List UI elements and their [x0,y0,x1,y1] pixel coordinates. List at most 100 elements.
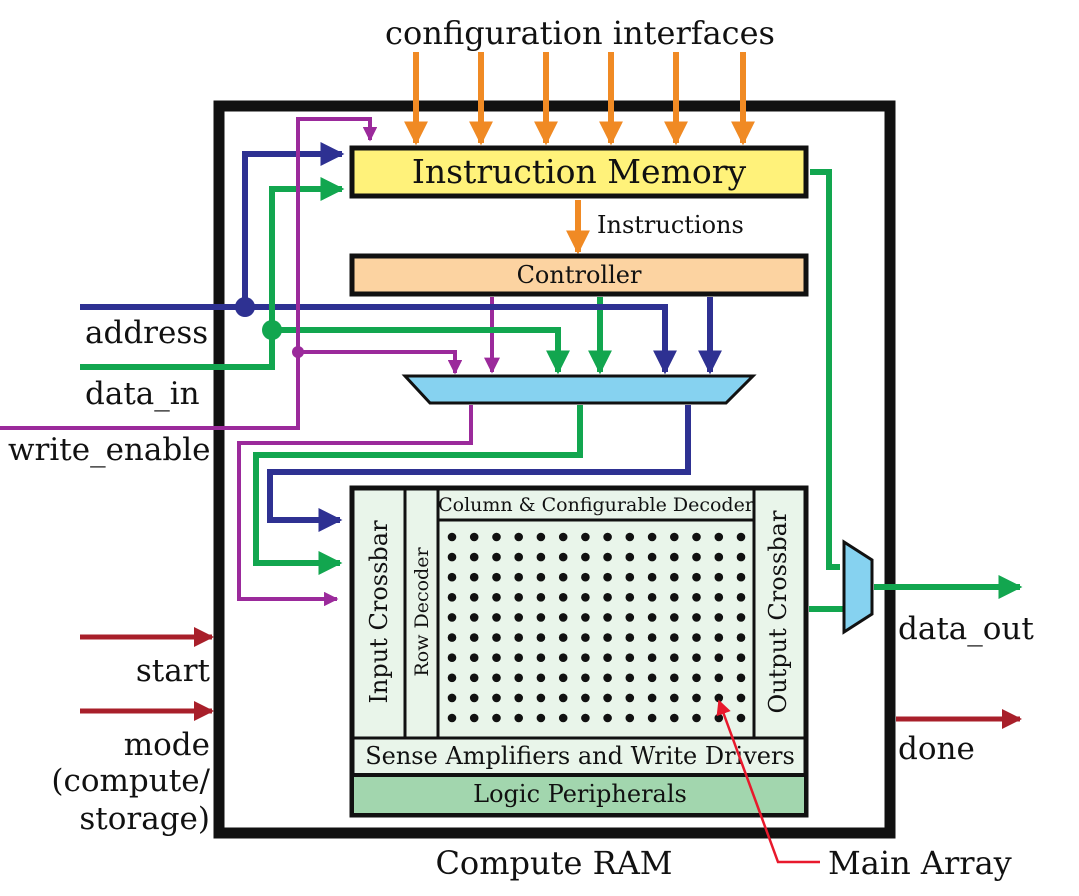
address-label: address [85,315,208,351]
bit-cell [625,713,635,723]
bit-cell [581,572,590,582]
config-interfaces-label: configuration interfaces [385,14,775,52]
bit-cell [581,713,590,723]
bit-cell [736,633,746,642]
bit-cell [603,673,612,683]
bit-cell [492,593,501,602]
bit-cell [736,693,746,703]
bit-cell [469,613,479,622]
instruction-memory-output [810,169,840,570]
bit-cell [492,673,501,683]
bit-cell [447,633,457,642]
bit-cell [647,593,657,602]
bit-cell [536,613,546,622]
bit-cell [558,633,568,642]
bit-cell [670,532,679,542]
bit-cell [670,593,679,602]
bit-cell [692,633,701,642]
bit-cell [692,673,701,683]
bit-cell [558,653,568,662]
bit-cell [647,673,657,683]
bit-cell [647,532,657,542]
config-interface-arrows [404,52,755,146]
mux-purple-out [237,405,473,607]
bit-cell [625,633,635,642]
bit-cell [736,552,746,562]
bit-cell [536,552,546,562]
bit-cell [670,673,679,683]
bit-cell [447,613,457,622]
bit-cell [714,673,724,683]
mode-label-line3: storage) [79,801,210,837]
bit-cell [447,713,457,723]
address-junction [235,297,255,317]
bit-cell [492,552,501,562]
bit-cell [492,613,501,622]
data-out-label: data_out [898,611,1034,647]
bit-cell [603,613,612,622]
bit-cell [514,673,523,683]
bit-cell [469,673,479,683]
instruction-memory-label: Instruction Memory [412,152,747,191]
bit-cell [670,613,679,622]
bit-cell [558,552,568,562]
bit-cell [492,693,501,703]
bit-cell [447,572,457,582]
bit-cell [692,653,701,662]
bit-cell [514,532,523,542]
bit-cell [581,693,590,703]
bit-cell [647,653,657,662]
bit-cell [736,532,746,542]
bit-cell [603,593,612,602]
bit-cell [714,653,724,662]
bit-cell [714,693,724,703]
bit-cell [625,572,635,582]
logic-peripherals-block [350,773,808,817]
memory-array-block [349,485,809,818]
bit-cell [603,532,612,542]
bit-cell [536,572,546,582]
bit-cell [514,572,523,582]
write-enable-junction [292,346,304,358]
data-in-label: data_in [85,376,200,412]
bit-cell [492,572,501,582]
bit-cell [447,532,457,542]
bit-cell [625,673,635,683]
bit-cell [625,593,635,602]
bit-cell [714,593,724,602]
main-array-callout [716,699,820,864]
bit-cell [692,693,701,703]
bit-cell [581,552,590,562]
instruction-memory-block [349,145,809,199]
bit-cell [736,613,746,622]
bit-cell [647,713,657,723]
instructions-label: Instructions [597,211,744,239]
bit-cell [625,552,635,562]
logic-peripherals-label: Logic Peripherals [473,780,687,808]
bit-cell [514,552,523,562]
row-decoder-label: Row Decoder [411,547,433,677]
data-in-junction [262,320,282,340]
bit-cell [692,713,701,723]
bit-cell [514,693,523,703]
bit-cell [670,633,679,642]
bit-cell [625,653,635,662]
done-label: done [898,731,975,767]
bit-cell [581,633,590,642]
bit-cell [536,673,546,683]
bit-cell [558,693,568,703]
bit-cell [603,552,612,562]
bit-cell [581,613,590,622]
bit-cell [514,613,523,622]
bit-cell [469,653,479,662]
bit-cell [492,633,501,642]
output-crossbar-label: Output Crossbar [764,510,792,713]
compute-ram-box [213,100,896,839]
bit-cell [558,532,568,542]
bit-cell [603,633,612,642]
main-array-label: Main Array [828,844,1012,882]
bit-cell [647,572,657,582]
bit-cell [670,552,679,562]
bit-cell [736,673,746,683]
bit-cell [469,593,479,602]
